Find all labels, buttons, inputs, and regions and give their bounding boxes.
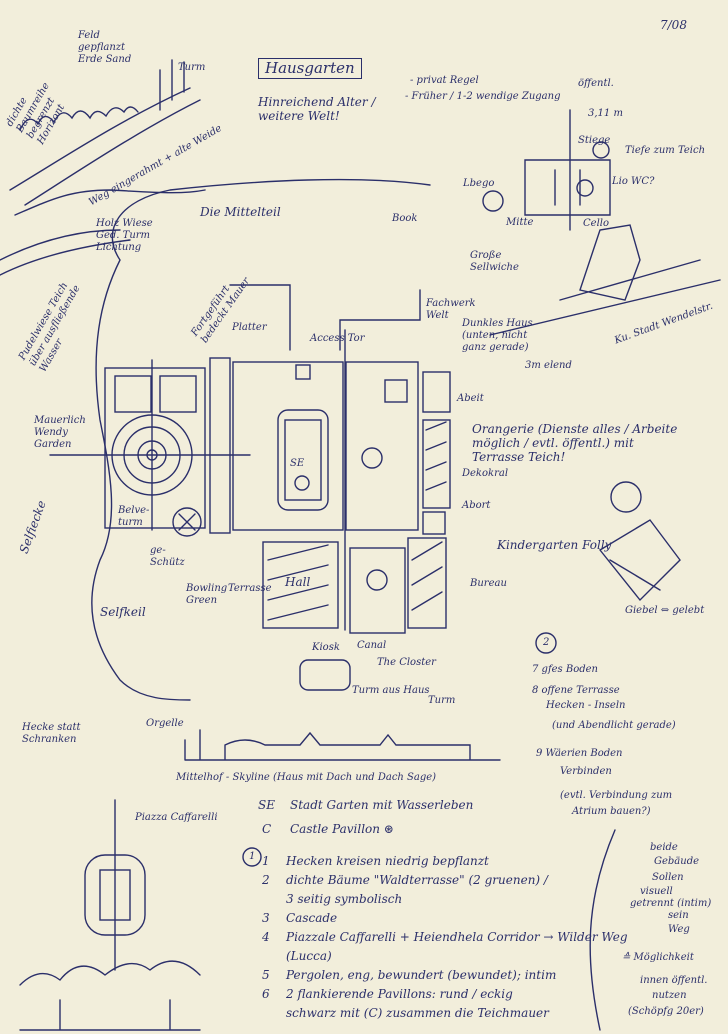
abort-label: Abort xyxy=(462,500,491,511)
legend-se-text: Stadt Garten mit Wasserleben xyxy=(290,798,474,812)
bowling-label: Bowling Green xyxy=(186,583,228,606)
pavilion-sketch xyxy=(19,799,201,1031)
right-item-8b: Hecken - Inseln xyxy=(546,700,626,711)
header-note-1: - privat Regel xyxy=(410,75,479,86)
inner-1: innen öffentl. xyxy=(640,975,708,986)
legend-c-key: C xyxy=(262,822,272,836)
both-2: Gebäude xyxy=(654,856,700,867)
path-sketch xyxy=(0,59,206,276)
folly-label: Kindergarten Folly xyxy=(497,538,612,552)
decor-label: Dekokral xyxy=(462,468,509,479)
right-item-9b: Verbinden xyxy=(560,766,612,777)
kiosk-label: Kiosk xyxy=(312,642,340,653)
middle-label: Mitte xyxy=(506,217,534,228)
field-note: Feld gepflanzt Erde Sand xyxy=(78,30,132,65)
right-item-9a: 9 Wäerien Boden xyxy=(536,748,623,759)
belvedere-note: Belve-turm xyxy=(118,505,150,528)
access-label: Access Tor xyxy=(310,333,365,344)
gable-label: Giebel ⇔ gelebt xyxy=(625,605,705,616)
turm-label: Turm xyxy=(428,695,456,706)
book-label: Book xyxy=(392,213,418,224)
garden-outline xyxy=(91,178,431,701)
ge-note: ge-Schütz xyxy=(150,545,185,568)
skyline-sketch xyxy=(184,729,501,761)
header-note-2: - Früher / 1-2 wendige Zugang xyxy=(405,91,561,102)
pond-label: Tiefe zum Teich xyxy=(625,145,706,156)
inner-3: (Schöpfg 20er) xyxy=(628,1006,704,1017)
skyline-label: Mittelhof - Skyline (Haus mit Dach und D… xyxy=(176,772,437,783)
wood-note: Holz Wiese Ged. Turm Lichtung xyxy=(96,218,153,253)
right-circled-2: 2 xyxy=(543,637,550,648)
stairs-label: Stiege xyxy=(578,135,611,146)
right-sketches xyxy=(242,109,721,1031)
wc-label: Lio WC? xyxy=(612,176,655,187)
header-note-2-above: öffentl. xyxy=(578,78,614,89)
fachwerk-label: Fachwerk Welt xyxy=(426,298,476,321)
right-item-7: 7 gfes Boden xyxy=(532,664,599,675)
both-5: getrennt (intim) xyxy=(630,898,712,909)
work-label: Abeit xyxy=(457,393,484,404)
right-item-8a: 8 offene Terrasse xyxy=(532,685,620,696)
possible-note: ≙ Möglichkeit xyxy=(622,952,694,963)
right-item-8c: (und Abendlicht gerade) xyxy=(552,720,676,731)
right-item-9c: (evtl. Verbindung zum xyxy=(560,790,673,801)
inner-2: nutzen xyxy=(652,990,687,1001)
platter-label: Platter xyxy=(232,322,267,333)
orangerie-small: Orgelle xyxy=(146,718,184,729)
both-3: Sollen xyxy=(652,872,684,883)
big-willow-label: Große Sellwiche xyxy=(470,250,519,273)
right-item-9d: Atrium bauen?) xyxy=(572,806,651,817)
tower-house-label: Turm aus Haus xyxy=(352,685,430,696)
both-4: visuell xyxy=(640,886,673,897)
se-plan-label: SE xyxy=(290,458,305,469)
legend-circled-number: 1 xyxy=(249,851,256,862)
cello-label: Cello xyxy=(583,218,609,229)
bureau-label: Bureau xyxy=(470,578,507,589)
both-1: beide xyxy=(650,842,678,853)
canal-label: Canal xyxy=(357,640,387,651)
maze-note: Mauerlich Wendy Garden xyxy=(34,415,86,450)
hall-label: Hall xyxy=(285,575,311,589)
hedge-note: Hecke statt Schranken xyxy=(22,722,81,745)
legend-c-text: Castle Pavillon ⊛ xyxy=(290,822,394,836)
legend-item: (Lucca) xyxy=(286,949,332,963)
legend-item: schwarz mit (C) zusammen die Teichmauer xyxy=(286,1006,549,1020)
terrace-label: Terrasse xyxy=(228,583,272,594)
orangerie-label: Orangerie (Dienste alles / Arbeite mögli… xyxy=(472,422,678,464)
legend-se-key: SE xyxy=(258,798,275,812)
middle-part-label: Die Mittelteil xyxy=(200,205,281,219)
site-plan xyxy=(49,284,451,691)
dark-house-label: Dunkles Haus (unten, nicht ganz gerade) xyxy=(462,318,533,353)
loggia-label: Lbego xyxy=(463,178,495,189)
both-7: Weg xyxy=(668,924,690,935)
subtitle: Hinreichend Alter / weitere Welt! xyxy=(258,95,376,123)
page-title: Hausgarten xyxy=(258,58,362,79)
page-number: 7/08 xyxy=(660,18,687,32)
tower-note: Turm xyxy=(178,62,206,73)
both-6: sein xyxy=(668,910,689,921)
measure: 3,11 m xyxy=(588,108,623,119)
legend-item: 3 seitig symbolisch xyxy=(286,892,403,906)
closter-label: The Closter xyxy=(377,657,436,668)
wedge-note: Selfkeil xyxy=(100,605,146,619)
piazza-label: Piazza Caffarelli xyxy=(135,812,218,823)
three-m-label: 3m elend xyxy=(525,360,572,371)
